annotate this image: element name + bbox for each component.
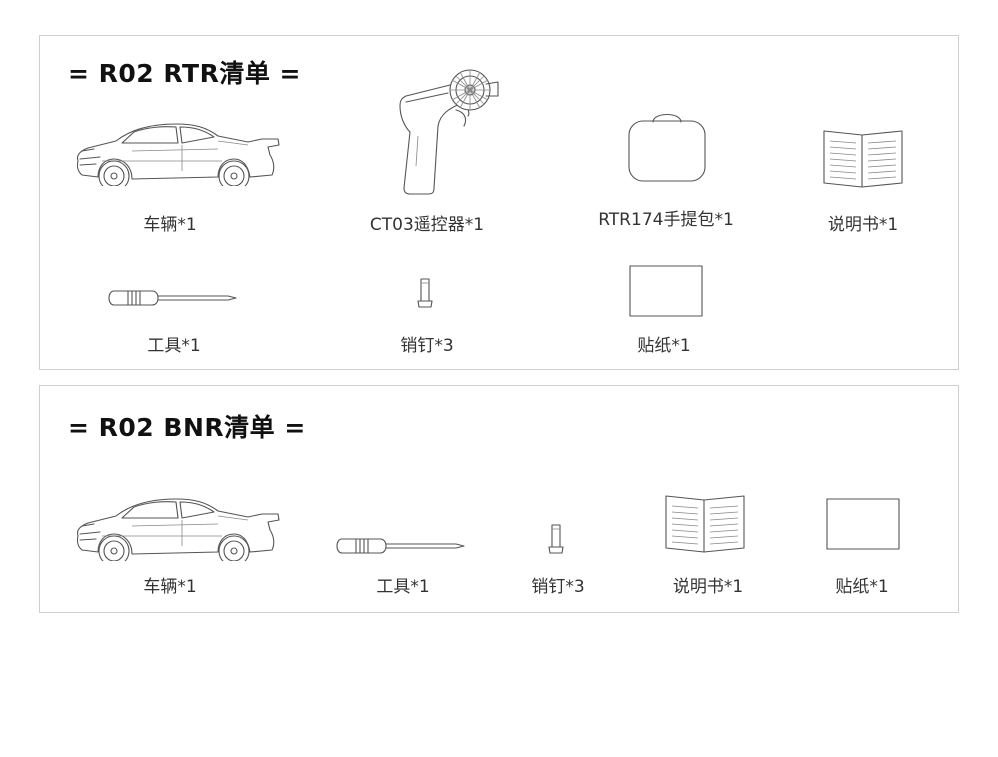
pin-icon <box>548 523 564 555</box>
bnr-checklist-panel: = R02 BNR清单 = 车辆*1 工具*1 销钉*3 说明书*1 贴纸*1 <box>39 385 959 613</box>
pin-icon <box>417 277 433 309</box>
rtr-checklist-title: = R02 RTR清单 = <box>68 59 301 88</box>
bnr-item-sticker-label: 贴纸*1 <box>835 577 889 597</box>
rtr-checklist-panel: = R02 RTR清单 = 车辆*1 CT03遥控器*1 RTR174手提包*1… <box>39 35 959 370</box>
rtr-item-remote-controller-label: CT03遥控器*1 <box>369 215 485 235</box>
rtr-item-car-label: 车辆*1 <box>143 215 197 235</box>
bnr-item-car-label: 车辆*1 <box>143 577 197 597</box>
sticker-icon <box>826 498 900 550</box>
rtr-item-handbag-label: RTR174手提包*1 <box>598 210 734 230</box>
bnr-item-pin-label: 销钉*3 <box>531 577 585 597</box>
rtr-item-tool-label: 工具*1 <box>147 336 201 356</box>
rtr-item-pin-label: 销钉*3 <box>400 336 454 356</box>
car-icon <box>72 121 287 186</box>
handbag-icon <box>627 110 707 185</box>
bnr-item-tool-label: 工具*1 <box>376 577 430 597</box>
rtr-item-manual-label: 说明书*1 <box>827 215 899 235</box>
screwdriver-icon <box>336 536 466 556</box>
bnr-item-manual-label: 说明书*1 <box>672 577 744 597</box>
sticker-icon <box>629 265 703 317</box>
screwdriver-icon <box>108 288 238 308</box>
remote-controller-icon <box>394 66 504 196</box>
manual-icon <box>664 494 746 554</box>
car-icon <box>72 496 287 561</box>
manual-icon <box>822 129 904 189</box>
rtr-item-sticker-label: 贴纸*1 <box>637 336 691 356</box>
bnr-checklist-title: = R02 BNR清单 = <box>68 413 306 442</box>
